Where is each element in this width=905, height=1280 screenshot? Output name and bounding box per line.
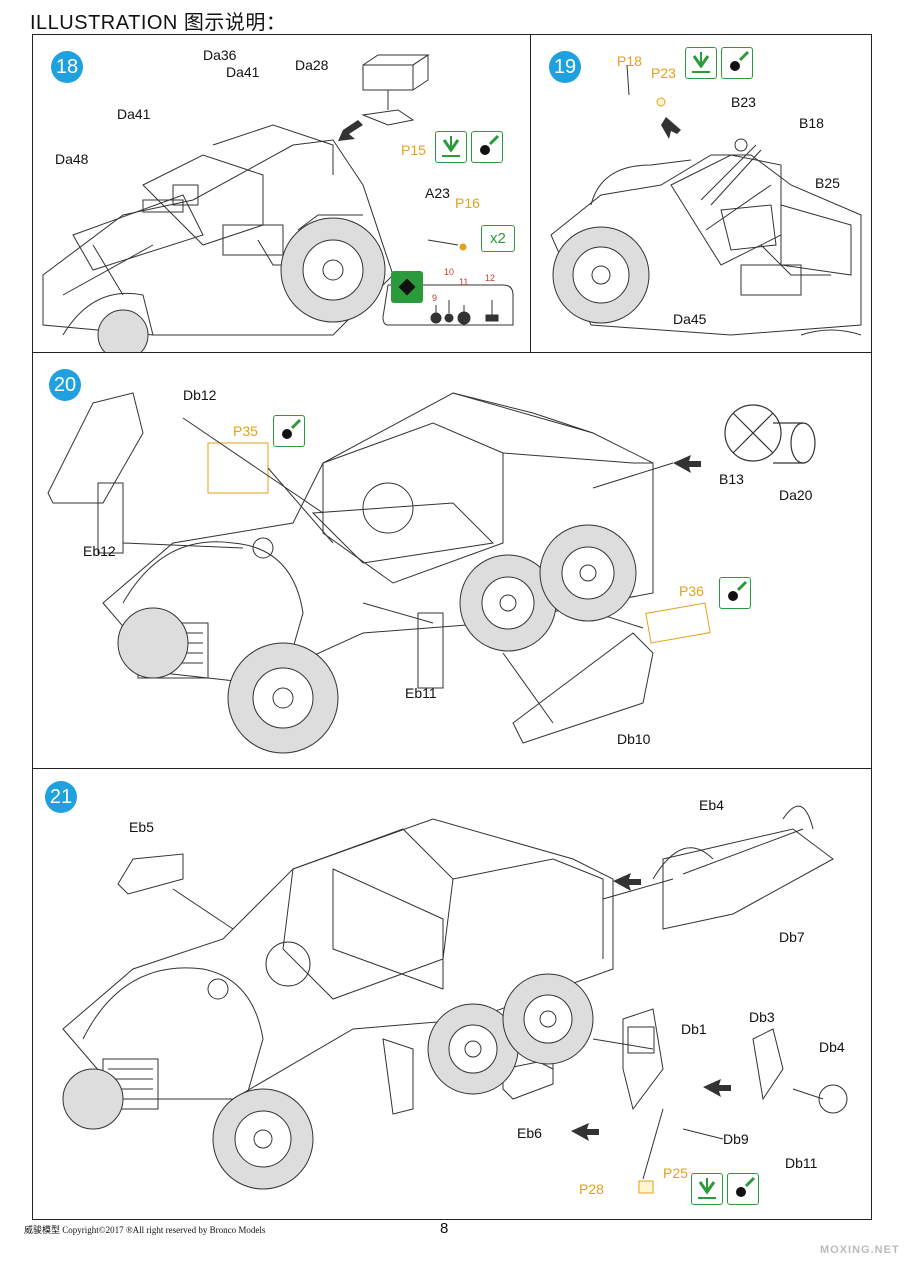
watermark: MOXING.NET xyxy=(820,1244,900,1256)
part-label: B23 xyxy=(731,94,756,110)
part-label: B13 xyxy=(719,471,744,487)
step-number-badge: 19 xyxy=(549,51,581,83)
paint-icon xyxy=(721,47,753,79)
part-label: Da20 xyxy=(779,487,813,503)
part-label: Db12 xyxy=(183,387,217,403)
paint-icon xyxy=(727,1173,759,1205)
callout-number: 10 xyxy=(444,267,455,277)
step-18-panel: 18 xyxy=(32,34,532,354)
part-label: Da36 xyxy=(203,47,237,63)
part-label: Da41 xyxy=(117,106,151,122)
part-label: Db1 xyxy=(681,1021,707,1037)
paint-icon xyxy=(273,415,305,447)
part-label: Db11 xyxy=(785,1155,818,1171)
part-label: Da48 xyxy=(55,151,89,167)
part-label: Db4 xyxy=(819,1039,845,1055)
callout-number: 9 xyxy=(432,293,438,303)
paint-icon xyxy=(719,577,751,609)
quantity-badge: x2 xyxy=(481,225,515,252)
step-19-panel: 19 P18 P23 B23 B18 B25 Da45 xyxy=(530,34,872,354)
page-title: ILLUSTRATION 图示说明： xyxy=(30,12,287,34)
part-label: Da45 xyxy=(673,311,707,327)
callout-number: 11 xyxy=(459,277,469,287)
step-21-panel: 21 xyxy=(32,768,872,1220)
pe-part-label: P18 xyxy=(617,53,642,69)
part-label: Eb6 xyxy=(517,1125,542,1141)
part-label: Da41 xyxy=(226,64,260,80)
full-vehicle-seats-drawing xyxy=(62,805,848,1194)
pe-part-label: P25 xyxy=(663,1165,688,1181)
vehicle-rear-cab-drawing xyxy=(550,64,862,336)
part-label: Db3 xyxy=(749,1009,775,1025)
pe-part-label: P36 xyxy=(679,583,704,599)
page-number: 8 xyxy=(440,1220,449,1237)
pe-part-label: P16 xyxy=(455,195,480,211)
glue-icon xyxy=(435,131,467,163)
part-label: Eb4 xyxy=(699,797,724,813)
part-label: Da28 xyxy=(295,57,329,73)
pe-part-label: P35 xyxy=(233,423,258,439)
step-number-badge: 18 xyxy=(51,51,83,83)
vehicle-front-cab-drawing xyxy=(42,54,514,353)
step-number-badge: 20 xyxy=(49,369,81,401)
paint-color-swatch-icon xyxy=(391,271,423,303)
pe-part-label: P15 xyxy=(401,142,426,158)
callout-number: 12 xyxy=(485,273,496,283)
pe-part-label: P23 xyxy=(651,65,676,81)
step-number-badge: 21 xyxy=(45,781,77,813)
part-label: Eb12 xyxy=(83,543,116,559)
part-label: B18 xyxy=(799,115,824,131)
glue-icon xyxy=(691,1173,723,1205)
paint-icon xyxy=(471,131,503,163)
part-label: Db10 xyxy=(617,731,651,747)
pe-part-label: P28 xyxy=(579,1181,604,1197)
part-label: A23 xyxy=(425,185,450,201)
full-vehicle-body-panels-drawing xyxy=(47,392,816,754)
part-label: B25 xyxy=(815,175,840,191)
glue-icon xyxy=(685,47,717,79)
part-label: Eb11 xyxy=(405,685,437,701)
part-label: Eb5 xyxy=(129,819,154,835)
copyright-footer: 威骏模型 Copyright©2017 ®All right reserved … xyxy=(24,1225,266,1235)
step-20-panel: 20 xyxy=(32,352,872,770)
part-label: Db9 xyxy=(723,1131,749,1147)
part-label: Db7 xyxy=(779,929,805,945)
